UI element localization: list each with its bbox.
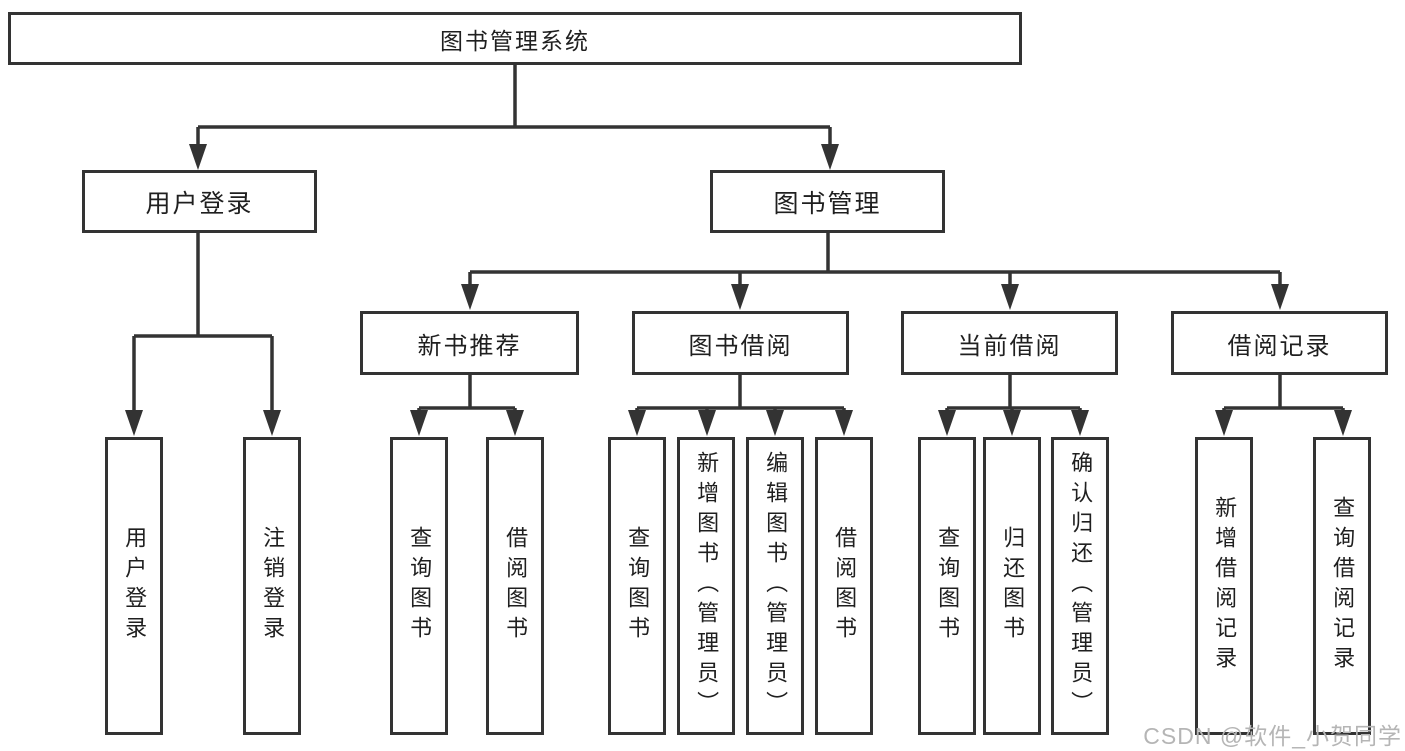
leaf-label: 新增借阅记录 [1212, 496, 1238, 676]
leaf-user-login: 用户登录 [105, 437, 163, 735]
arrow-down-icon [1215, 410, 1352, 436]
leaf-logout-login: 注销登录 [243, 437, 301, 735]
leaf-confirm-return-admin: 确认归还（管理员） [1051, 437, 1109, 735]
leaf-add-borrow-record: 新增借阅记录 [1195, 437, 1253, 735]
leaf-label: 用户登录 [122, 526, 148, 646]
connector-borrow-records-branch [1222, 375, 1345, 412]
arrow-down-icon [461, 284, 1289, 310]
leaf-query-books-recommend: 查询图书 [390, 437, 448, 735]
leaf-label: 借阅图书 [832, 526, 858, 646]
leaf-edit-book-admin: 编辑图书（管理员） [746, 437, 804, 735]
leaf-query-books-current: 查询图书 [918, 437, 976, 735]
node-library-system: 图书管理系统 [8, 12, 1022, 65]
leaf-label: 借阅图书 [503, 526, 529, 646]
leaf-label: 归还图书 [1000, 526, 1026, 646]
connector-book-management-branch [468, 233, 1282, 286]
arrow-down-icon [628, 410, 853, 436]
leaf-label: 编辑图书（管理员） [763, 451, 789, 721]
arrow-down-icon [410, 410, 524, 436]
arrow-down-icon [938, 410, 1089, 436]
connector-root-branch [196, 65, 832, 146]
node-current-borrowing: 当前借阅 [901, 311, 1118, 375]
leaf-label: 查询图书 [625, 526, 651, 646]
connector-new-book-branch [417, 375, 517, 412]
leaf-label: 查询图书 [935, 526, 961, 646]
node-book-borrowing: 图书借阅 [632, 311, 849, 375]
leaf-borrow-books-borrow: 借阅图书 [815, 437, 873, 735]
connector-book-borrow-branch [635, 375, 846, 412]
leaf-add-book-admin: 新增图书（管理员） [677, 437, 735, 735]
node-new-book-recommend: 新书推荐 [360, 311, 579, 375]
leaf-query-books-borrow: 查询图书 [608, 437, 666, 735]
leaf-label: 新增图书（管理员） [694, 451, 720, 721]
node-user-login: 用户登录 [82, 170, 317, 233]
connector-user-login-branch [132, 233, 274, 412]
leaf-label: 确认归还（管理员） [1068, 451, 1094, 721]
node-book-management: 图书管理 [710, 170, 945, 233]
node-borrowing-records: 借阅记录 [1171, 311, 1388, 375]
arrow-down-icon [189, 144, 839, 170]
leaf-borrow-books-recommend: 借阅图书 [486, 437, 544, 735]
connector-current-borrow-branch [945, 375, 1082, 412]
leaf-label: 查询借阅记录 [1330, 496, 1356, 676]
leaf-label: 查询图书 [407, 526, 433, 646]
leaf-label: 注销登录 [260, 526, 286, 646]
leaf-query-borrow-record: 查询借阅记录 [1313, 437, 1371, 735]
csdn-watermark: CSDN @软件_小贺同学 [1143, 723, 1402, 749]
leaf-return-books: 归还图书 [983, 437, 1041, 735]
arrow-down-icon [125, 410, 281, 436]
